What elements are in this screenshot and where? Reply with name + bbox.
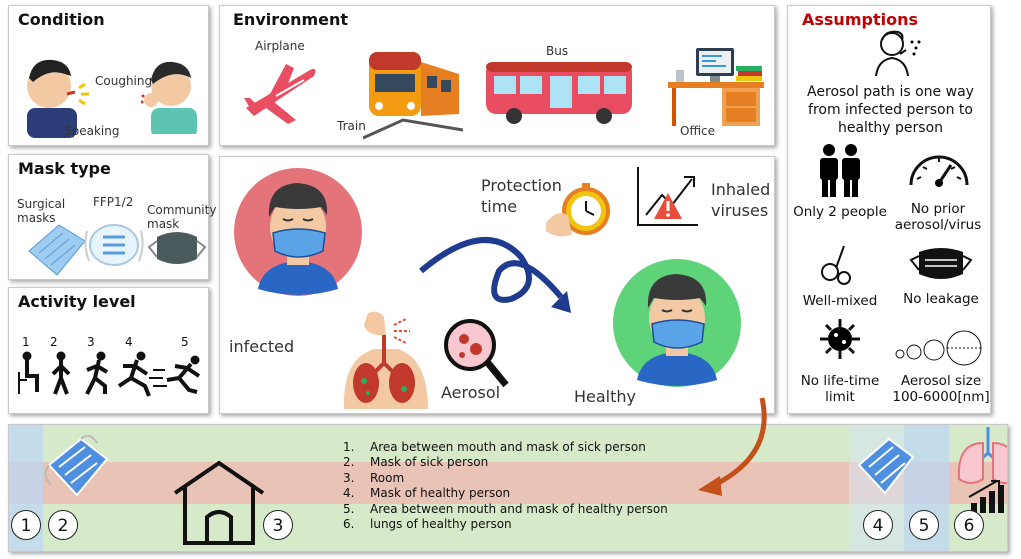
sprinting-figure-icon [149, 355, 201, 394]
environment-panel: Environment Airplane Train Bus Office [219, 5, 775, 146]
walking-figure-icon [51, 351, 71, 395]
center-panel: infected Aerosol Protection time Inhaled… [219, 156, 775, 414]
face-mask-icon [909, 248, 973, 279]
activity-level-5: 5 [181, 335, 189, 349]
assumption-well-mixed: Well-mixed [802, 293, 878, 309]
protection-time-label: Protection time [481, 176, 562, 216]
train-icon [363, 52, 463, 140]
airplane-icon [244, 64, 316, 124]
assumption-no-leakage: No leakage [903, 291, 979, 307]
community-mask-label: Community mask [147, 203, 217, 231]
mask-type-title: Mask type [18, 159, 111, 178]
assumption-aerosol-size: Aerosol size 100-6000[nm] [892, 373, 990, 405]
assumption-two-people: Only 2 people [793, 204, 887, 220]
two-people-icon [820, 144, 860, 197]
activity-level-4: 4 [125, 335, 133, 349]
legend-item: 6.lungs of healthy person [343, 517, 512, 532]
healthy-label: Healthy [574, 387, 637, 406]
coughing-label: Coughing [95, 74, 153, 88]
speaking-person-icon [27, 59, 89, 138]
healthy-person-icon [613, 259, 741, 387]
zone-legend: 1.Area between mouth and mask of sick pe… [343, 440, 668, 532]
legend-item: 1.Area between mouth and mask of sick pe… [343, 440, 646, 454]
infected-person-icon [234, 168, 362, 296]
ffp-mask-label: FFP1/2 [93, 195, 134, 209]
aerosol-size-icon [895, 330, 982, 366]
healthy-mask-icon [857, 437, 915, 495]
aerosol-label: Aerosol [441, 383, 501, 402]
activity-panel: Activity level 1 2 3 4 5 [8, 287, 209, 414]
marker-5: 5 [909, 510, 939, 540]
coughing-person-icon [141, 61, 197, 134]
sick-mask-icon [44, 435, 109, 497]
marker-4: 4 [863, 510, 893, 540]
marker-2: 2 [48, 510, 78, 540]
environment-title: Environment [233, 10, 349, 29]
condition-panel: Condition Speaking Coughing [8, 5, 209, 146]
virus-icon [820, 319, 860, 359]
legend-item: 3.Room [343, 470, 405, 485]
mapping-arrow [698, 397, 767, 496]
stopwatch-icon [546, 183, 610, 237]
inhaled-viruses-chart-icon [637, 167, 698, 226]
marker-3: 3 [263, 510, 293, 540]
marker-1: 1 [11, 510, 41, 540]
stir-icon [821, 245, 851, 285]
office-desk-icon [668, 48, 764, 126]
condition-title: Condition [18, 10, 105, 29]
transmission-arrow [419, 236, 571, 313]
surgical-mask-icon [28, 224, 86, 276]
lungs-aerosol-icon [343, 311, 428, 409]
legend-item: 4.Mask of healthy person [343, 486, 511, 501]
legend-item: 2.Mask of sick person [343, 455, 489, 470]
activity-level-2: 2 [50, 335, 58, 349]
office-label: Office [680, 124, 716, 138]
rising-chart-icon [968, 480, 1004, 513]
bus-label: Bus [546, 44, 569, 58]
lungs-icon [957, 427, 1007, 484]
sneezing-person-icon [875, 30, 921, 77]
ffp-mask-icon [84, 224, 144, 266]
house-icon [173, 460, 265, 545]
magnifier-virus-icon [444, 319, 509, 388]
speaking-label: Speaking [64, 124, 120, 138]
activity-level-1: 1 [22, 335, 30, 349]
assumptions-panel: Assumptions Aerosol path is one way from… [787, 5, 991, 414]
bus-icon [486, 62, 632, 124]
band-red [9, 462, 1007, 504]
bottom-strip [8, 424, 1008, 552]
running-figure-icon [117, 351, 151, 397]
surgical-mask-label: Surgical masks [17, 197, 66, 225]
gauge-icon [909, 155, 969, 187]
assumption-path: Aerosol path is one way from infected pe… [807, 84, 974, 136]
assumption-no-prior: No prior aerosol/virus [894, 201, 982, 233]
assumptions-title: Assumptions [802, 10, 918, 29]
assumption-no-lifetime: No life-time limit [800, 373, 880, 405]
mask-type-panel: Mask type Surgical masks FFP1/2 Communit… [8, 154, 217, 280]
infected-label: infected [229, 337, 295, 356]
community-mask-icon [147, 232, 207, 264]
airplane-label: Airplane [255, 39, 305, 53]
train-label: Train [337, 119, 366, 133]
legend-item: 5.Area between mouth and mask of healthy… [343, 501, 668, 516]
marker-6: 6 [954, 510, 984, 540]
jogging-figure-icon [85, 351, 109, 395]
activity-level-3: 3 [87, 335, 95, 349]
activity-figures-icon [18, 351, 201, 397]
activity-title: Activity level [18, 292, 136, 311]
sitting-figure-icon [18, 351, 39, 394]
inhaled-viruses-label: Inhaled viruses [711, 180, 771, 220]
